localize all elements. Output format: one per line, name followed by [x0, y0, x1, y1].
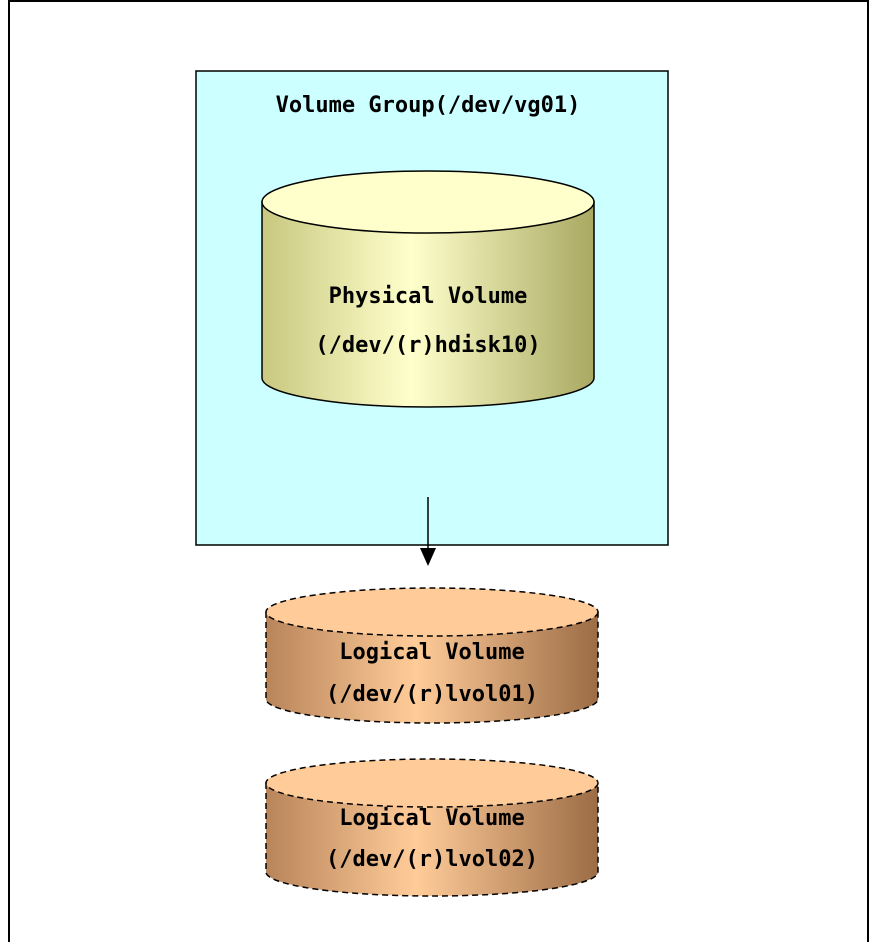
logical-volume-cylinder: Logical Volume (/dev/(r)lvol01)	[265, 587, 599, 724]
physical-volume-cylinder: Physical Volume (/dev/(r)hdisk10)	[261, 170, 595, 408]
logical-volume-device: (/dev/(r)lvol01)	[326, 682, 538, 707]
arrow-down	[420, 497, 436, 566]
logical-volume-cylinder: Logical Volume (/dev/(r)lvol02)	[265, 758, 599, 897]
logical-volume-label: Logical Volume	[339, 640, 524, 665]
logical-volume-label: Logical Volume	[339, 806, 524, 831]
volume-group-label: Volume Group(/dev/vg01)	[276, 93, 581, 118]
physical-volume-device: (/dev/(r)hdisk10)	[315, 333, 540, 358]
physical-volume-label: Physical Volume	[329, 284, 528, 309]
logical-volume-device: (/dev/(r)lvol02)	[326, 847, 538, 872]
